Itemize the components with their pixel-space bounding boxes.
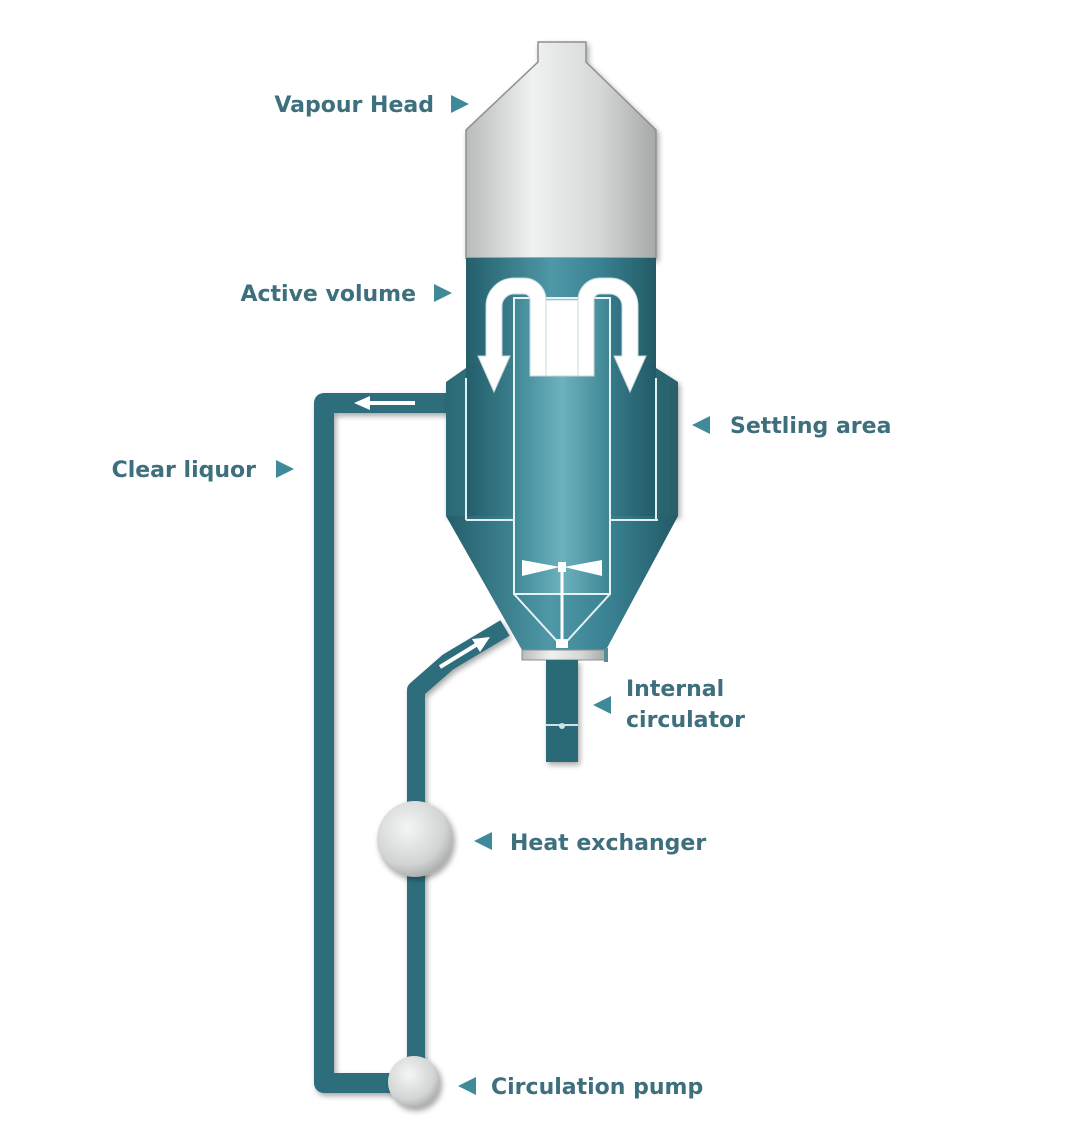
active-volume-label: Active volume [240,282,416,307]
flow-arrow-icon [438,637,490,669]
heat-exchanger [377,801,453,877]
internal-circulator-label-line1: Internal [626,677,724,702]
triangle-pointer-icon [458,1077,476,1095]
heat-exchanger-label: Heat exchanger [510,831,706,856]
settling-area-label: Settling area [730,414,891,439]
triangle-pointer-icon [276,460,294,478]
flow-arrow-icon [354,396,415,410]
clear-liquor-label: Clear liquor [112,458,257,483]
internal-circulator-label-line2: circulator [626,708,745,733]
internal-flow-arrows-icon [477,277,647,394]
triangle-pointer-icon [434,284,452,302]
circulation-pump-label: Circulation pump [491,1075,703,1100]
impeller-icon [522,560,602,648]
bottom-flange [521,648,608,662]
vapour-head-label: Vapour Head [274,93,434,118]
triangle-pointer-icon [692,416,710,434]
triangle-pointer-icon [451,95,469,113]
internal-circulator [546,660,578,762]
vapour-head [465,41,657,259]
triangle-pointer-icon [474,832,492,850]
triangle-pointer-icon [593,696,611,714]
clear-liquor-pipe [314,393,448,1093]
circulation-pump [388,1056,440,1108]
